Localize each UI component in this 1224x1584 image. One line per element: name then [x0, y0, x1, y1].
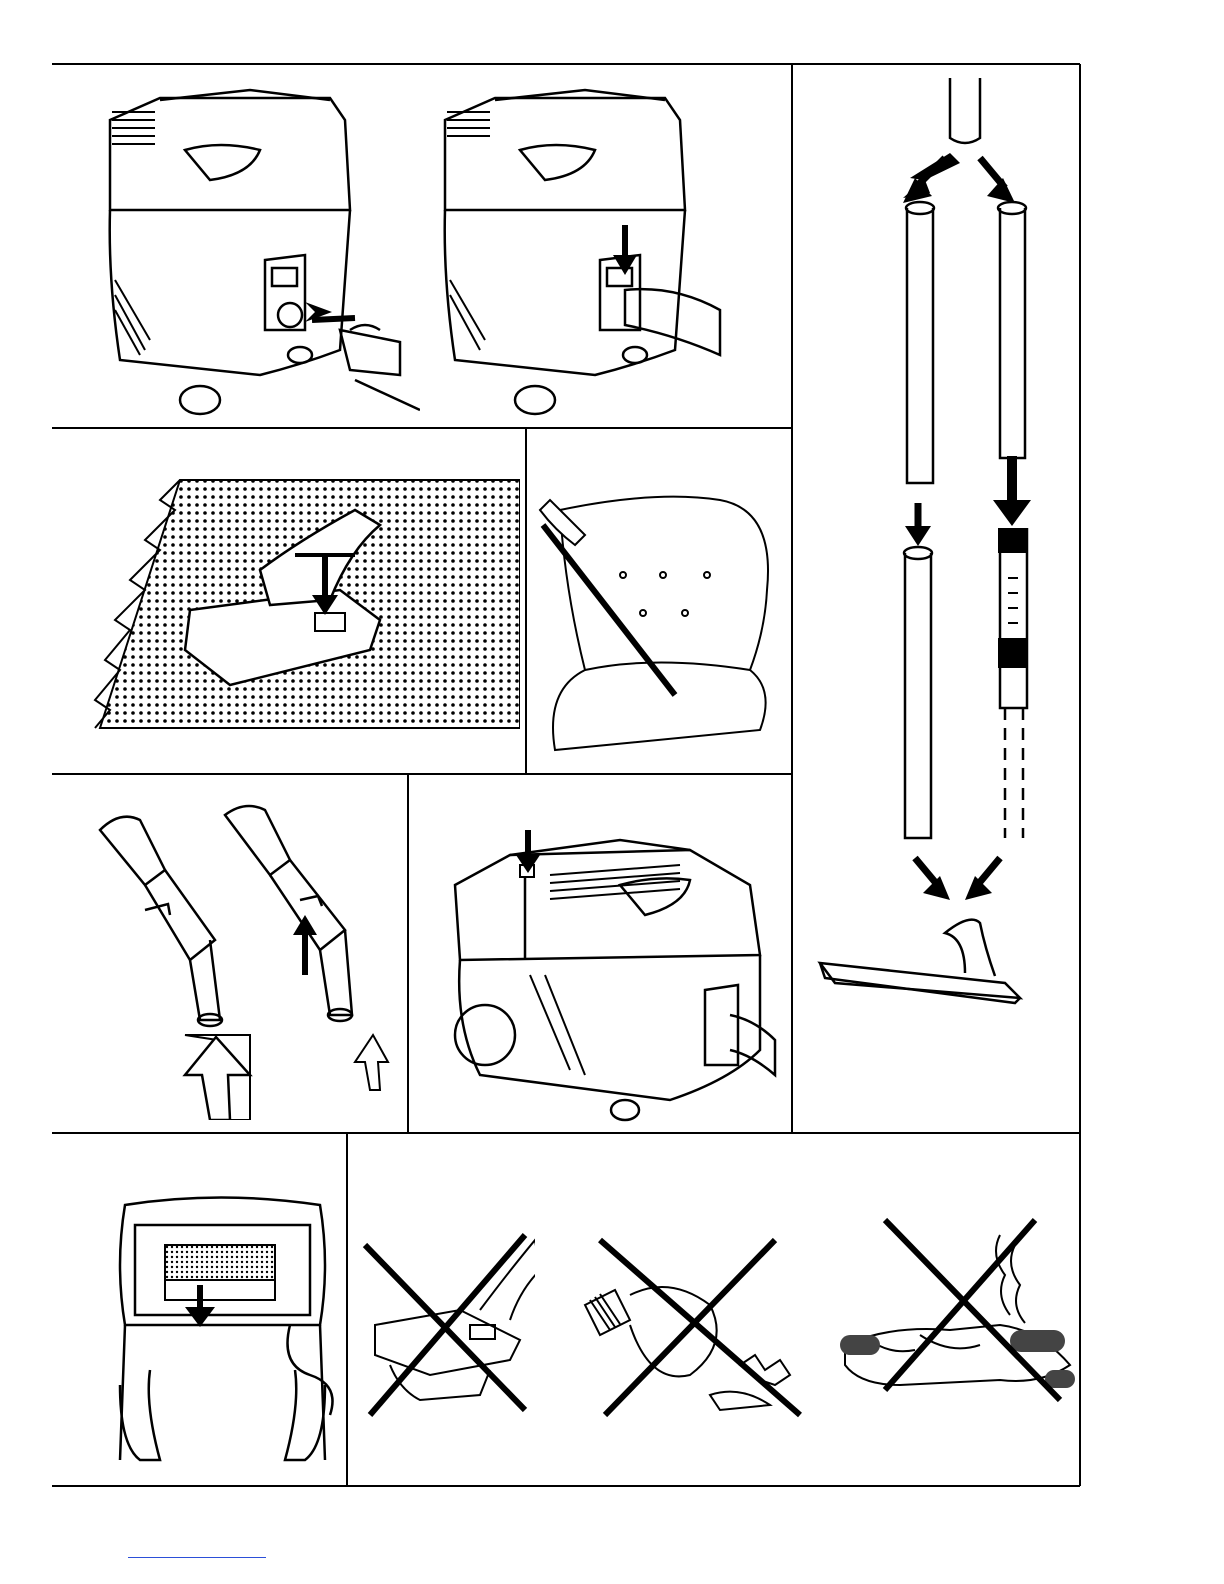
vacuum-hose-latched-icon	[435, 80, 725, 420]
footer-rule	[128, 1557, 266, 1558]
tube-assembly-panel	[815, 78, 1065, 1123]
upholstery-cleaning-icon	[535, 470, 780, 755]
handle-airflow-icon	[90, 800, 405, 1120]
filter-removal-icon	[100, 1185, 345, 1470]
handle-airflow-control-panel	[90, 800, 405, 1120]
filter-removal-panel	[100, 1185, 345, 1470]
do-not-vacuum-hot-ash-panel	[840, 1215, 1080, 1410]
prohibited-hot-ash-icon	[840, 1215, 1080, 1410]
prohibited-glass-icon	[580, 1235, 825, 1420]
vacuum-hose-insert-icon	[100, 80, 420, 420]
hose-connect-insert-panel	[100, 80, 420, 420]
do-not-vacuum-glass-panel	[580, 1235, 825, 1420]
telescopic-tube-icon	[815, 78, 1065, 1123]
power-button-icon	[440, 825, 780, 1125]
do-not-vacuum-water-panel	[360, 1230, 535, 1420]
prohibited-liquid-icon	[360, 1230, 535, 1420]
floor-nozzle-carpet-panel	[90, 470, 520, 740]
power-switch-panel	[440, 825, 780, 1125]
upholstery-cleaning-panel	[535, 470, 780, 755]
floor-nozzle-carpet-icon	[90, 470, 520, 740]
hose-connect-latched-panel	[435, 80, 725, 420]
